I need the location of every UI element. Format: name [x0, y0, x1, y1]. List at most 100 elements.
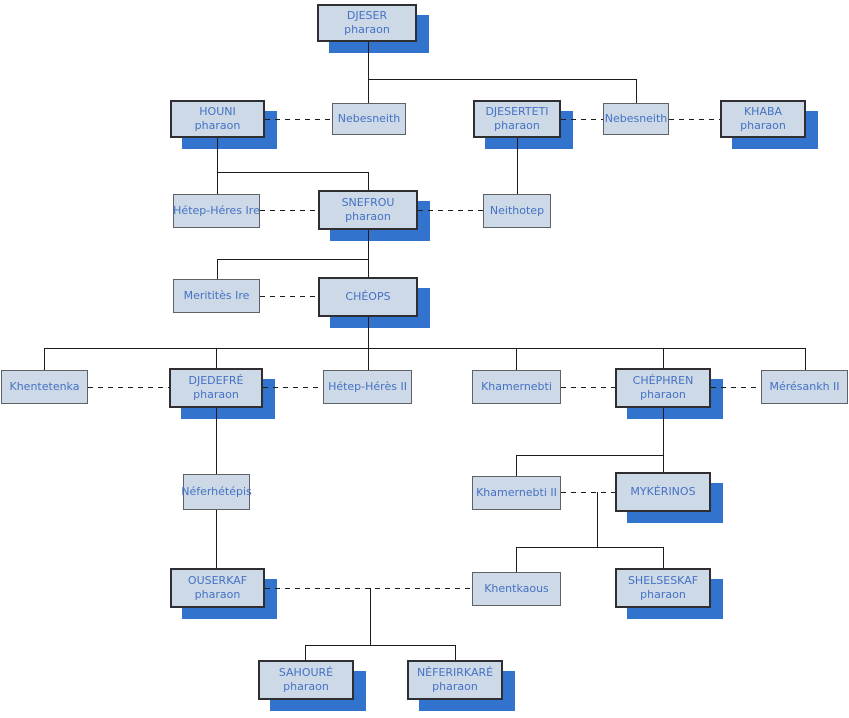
node-box: DJEDEFRÉ pharaon: [169, 368, 263, 408]
node-name: Hétep-Hérès II: [328, 380, 407, 393]
node-box: Khamernebti II: [472, 476, 561, 510]
connector-line: [216, 408, 217, 474]
node-khaba: KHABA pharaon: [720, 100, 818, 149]
node-name: Nebesneith: [337, 112, 401, 125]
marriage-dash-line: [265, 588, 472, 589]
connector-line: [368, 348, 369, 370]
node-name: SAHOURÉ: [278, 666, 334, 679]
node-nebesneith-1: Nebesneith: [332, 103, 406, 135]
node-box: OUSERKAF pharaon: [170, 568, 265, 608]
node-role: pharaon: [194, 119, 241, 132]
connector-line: [663, 408, 664, 455]
node-name: SNEFROU: [341, 196, 395, 209]
connector-line: [217, 259, 218, 279]
node-neithotep: Neithotep: [483, 194, 551, 228]
node-khamernebti: Khamernebti: [472, 370, 561, 404]
node-box: Neithotep: [483, 194, 551, 228]
node-box: HOUNI pharaon: [170, 100, 265, 138]
node-khentetenka: Khentetenka: [1, 370, 88, 404]
connector-line: [305, 645, 455, 646]
node-box: SHELSESKAF pharaon: [615, 568, 711, 608]
marriage-dash-line: [260, 296, 318, 297]
node-name: CHÉPHREN: [632, 374, 694, 387]
node-box: Mérésankh II: [761, 370, 848, 404]
node-box: Nebesneith: [603, 103, 669, 135]
connector-line: [368, 259, 369, 277]
node-name: Khentkaous: [484, 582, 549, 595]
node-snefrou: SNEFROU pharaon: [318, 190, 430, 241]
node-box: SNEFROU pharaon: [318, 190, 418, 230]
marriage-dash-line: [561, 119, 603, 120]
node-role: pharaon: [193, 388, 239, 401]
connector-line: [516, 348, 517, 370]
node-djedefre: DJEDEFRÉ pharaon: [169, 368, 275, 419]
marriage-dash-line: [561, 492, 615, 493]
node-hetep-heres-ii: Hétep-Hérès II: [323, 370, 412, 404]
node-name: Néferhétépis: [181, 485, 252, 498]
node-box: Hétep-Hérès II: [323, 370, 412, 404]
connector-line: [663, 547, 664, 568]
marriage-dash-line: [260, 210, 318, 211]
node-box: Hétep-Héres Ire: [173, 194, 260, 228]
node-box: DJESERTETI pharaon: [473, 100, 561, 138]
connector-line: [217, 172, 368, 173]
node-box: CHÉPHREN pharaon: [615, 368, 711, 408]
node-role: pharaon: [740, 119, 786, 132]
connector-line: [368, 42, 369, 79]
connector-line: [368, 230, 369, 259]
node-meresankh-ii: Mérésankh II: [761, 370, 848, 404]
node-name: Khamernebti: [481, 380, 552, 393]
node-role: pharaon: [345, 210, 391, 223]
node-role: pharaon: [194, 588, 241, 601]
connector-line: [516, 547, 517, 572]
connector-line: [517, 138, 518, 194]
node-name: HOUNI: [199, 105, 236, 118]
connector-line: [516, 547, 663, 548]
node-name: Merititès Ire: [183, 289, 250, 302]
node-djeserteti: DJESERTETI pharaon: [473, 100, 573, 149]
marriage-dash-line: [669, 119, 720, 120]
connector-line: [216, 348, 217, 368]
connector-line: [805, 348, 806, 370]
marriage-dash-line: [561, 387, 615, 388]
node-role: pharaon: [640, 588, 686, 601]
node-role: pharaon: [344, 23, 390, 36]
connector-line: [217, 259, 368, 260]
node-khentkaous: Khentkaous: [472, 572, 561, 606]
node-box: MYKÉRINOS: [615, 472, 711, 512]
connector-line: [370, 588, 371, 645]
connector-line: [217, 138, 218, 172]
node-ouserkaf: OUSERKAF pharaon: [170, 568, 277, 619]
node-shelseskaf: SHELSESKAF pharaon: [615, 568, 723, 619]
connector-line: [455, 645, 456, 660]
node-box: Khentkaous: [472, 572, 561, 606]
node-box: Khamernebti: [472, 370, 561, 404]
node-box: Nebesneith: [332, 103, 406, 135]
node-name: CHÉOPS: [345, 290, 391, 303]
node-role: pharaon: [494, 119, 540, 132]
connector-line: [663, 348, 664, 368]
node-box: DJESER pharaon: [317, 4, 417, 42]
node-name: Khentetenka: [9, 380, 80, 393]
node-role: pharaon: [283, 680, 329, 693]
node-chephren: CHÉPHREN pharaon: [615, 368, 723, 419]
node-cheops: CHÉOPS: [318, 277, 430, 328]
connector-line: [216, 510, 217, 568]
node-houni: HOUNI pharaon: [170, 100, 277, 149]
node-name: NÉFERIRKARÉ: [416, 666, 494, 679]
node-name: Nebesneith: [604, 112, 668, 125]
node-khamernebti-ii: Khamernebti II: [472, 476, 561, 510]
connector-line: [368, 172, 369, 190]
connector-line: [217, 172, 218, 194]
marriage-dash-line: [88, 387, 169, 388]
node-role: pharaon: [640, 388, 686, 401]
node-name: MYKÉRINOS: [630, 485, 696, 498]
marriage-dash-line: [418, 210, 483, 211]
node-box: Néferhétépis: [181, 474, 252, 510]
node-name: KHABA: [743, 105, 783, 118]
node-neferhetepis: Néferhétépis: [181, 474, 252, 510]
node-name: Neithotep: [489, 204, 545, 217]
node-box: CHÉOPS: [318, 277, 418, 317]
node-mykerinos: MYKÉRINOS: [615, 472, 723, 523]
